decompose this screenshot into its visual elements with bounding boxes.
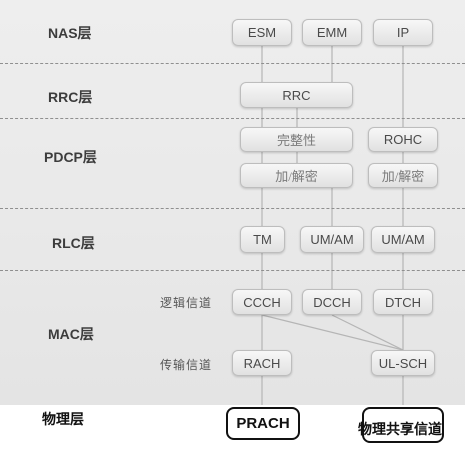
divider-rlc-mac [0,270,465,271]
rach-block: RACH [232,350,292,376]
divider-rrc-pdcp [0,118,465,119]
emm-block: EMM [302,19,362,46]
ip-block: IP [373,19,433,46]
ul-sch-block: UL-SCH [371,350,435,376]
layer-label-rrc: RRC层 [48,89,93,105]
rrc-block: RRC [240,82,353,108]
divider-pdcp-rlc [0,208,465,209]
layer-label-pdcp: PDCP层 [44,149,97,165]
layer-label-mac: MAC层 [48,326,94,342]
dcch-block: DCCH [302,289,362,315]
um-am-block-2: UM/AM [371,226,435,253]
shared-channel-box [362,407,444,443]
cipher-block-2: 加/解密 [368,163,438,188]
protocol-stack-diagram: NAS层 RRC层 PDCP层 RLC层 MAC层 逻辑信道 传输信道 ESM … [0,0,465,405]
cipher-block-1: 加/解密 [240,163,353,188]
line-dcch-ulsch [331,314,404,351]
esm-block: ESM [232,19,292,46]
transport-channel-label: 传输信道 [160,358,213,372]
logical-channel-label: 逻辑信道 [160,296,213,310]
dtch-block: DTCH [373,289,433,315]
connector-lines [261,46,404,405]
layer-label-rlc: RLC层 [52,235,95,251]
layer-label-nas: NAS层 [48,25,92,41]
divider-nas-rrc [0,63,465,64]
ccch-block: CCCH [232,289,292,315]
prach-box: PRACH [226,407,300,440]
layer-label-phy: 物理层 [42,411,84,427]
line-ccch-ulsch [261,314,404,351]
tm-block: TM [240,226,285,253]
rohc-block: ROHC [368,127,438,152]
integrity-block: 完整性 [240,127,353,152]
um-am-block-1: UM/AM [300,226,364,253]
shared-channel-label: 物理共享信道 [358,421,442,437]
